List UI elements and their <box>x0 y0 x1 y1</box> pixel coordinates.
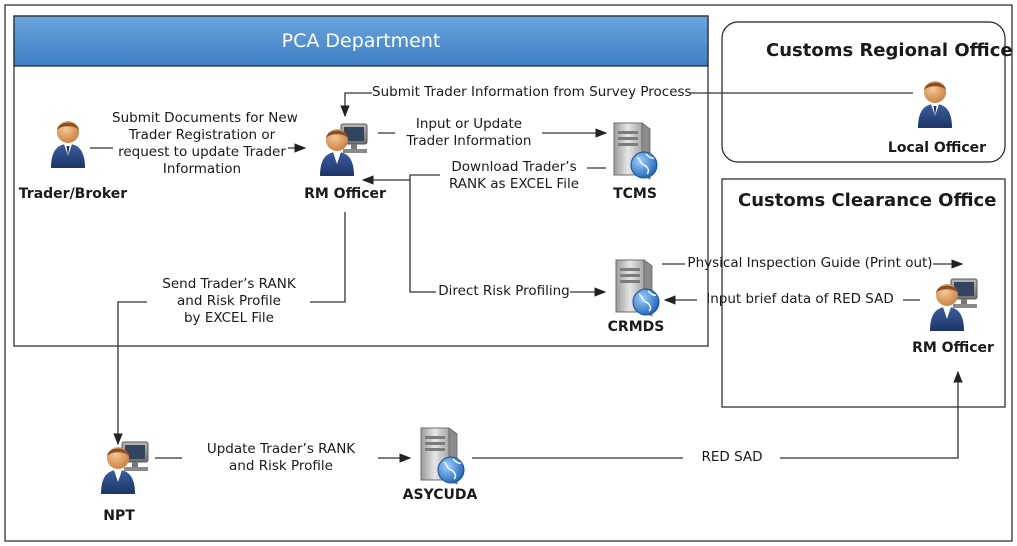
survey-process-label: Submit Trader Information from Survey Pr… <box>372 84 692 100</box>
outer-frame <box>4 4 1013 542</box>
download-rank-label: Download Trader’s RANK as EXCEL File <box>448 159 580 192</box>
pca-department-header <box>13 15 709 67</box>
npt-label: NPT <box>103 508 135 524</box>
crmds-label: CRMDS <box>607 319 665 335</box>
local-officer-label: Local Officer <box>887 140 987 156</box>
asycuda-label: ASYCUDA <box>402 487 478 503</box>
input-update-label: Input or Update Trader Information <box>406 116 532 149</box>
inspection-guide-label: Physical Inspection Guide (Print out) <box>687 255 933 271</box>
pca-department-title: PCA Department <box>281 30 441 52</box>
trader-broker-label: Trader/Broker <box>18 186 128 202</box>
asycuda-server-icon <box>420 427 465 485</box>
survey-to-rm-arrow <box>340 92 372 118</box>
submit-documents-label: Submit Documents for New Trader Registra… <box>112 110 298 177</box>
rm-to-send-rank-line <box>310 212 346 303</box>
rm-to-direct-risk-line <box>409 180 436 293</box>
send-rank-label: Send Trader’s RANK and Risk Profile by E… <box>162 276 296 326</box>
npt-officer-icon <box>100 441 149 495</box>
tcms-label: TCMS <box>613 186 657 202</box>
send-rank-to-npt-arrow <box>113 301 147 446</box>
red-sad-to-rm-arrow <box>780 370 963 459</box>
download-to-rm-arrow <box>361 174 440 185</box>
update-rank-label: Update Trader’s RANK and Risk Profile <box>206 441 356 474</box>
customs-regional-office-title: Customs Regional Office <box>766 40 1013 61</box>
customs-clearance-office-title: Customs Clearance Office <box>738 190 997 211</box>
direct-risk-label: Direct Risk Profiling <box>438 283 570 299</box>
input-red-sad-label: Input brief data of RED SAD <box>706 291 894 307</box>
rm-officer-pca-label: RM Officer <box>304 186 386 202</box>
red-sad-label: RED SAD <box>701 449 763 465</box>
rm-officer-clearance-label: RM Officer <box>912 340 994 356</box>
